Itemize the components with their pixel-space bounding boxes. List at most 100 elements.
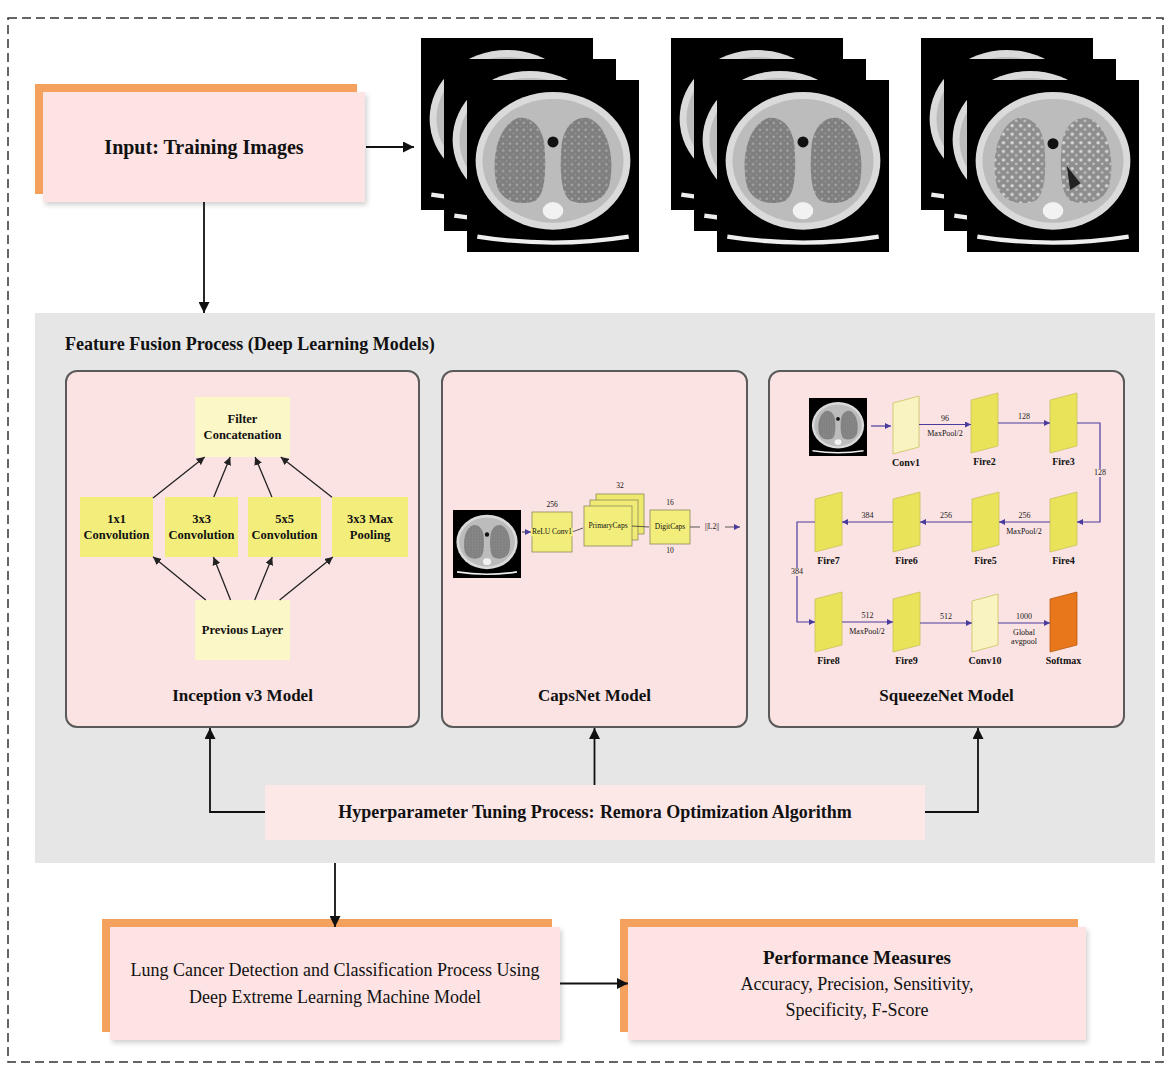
capsule-label: PrimaryCaps bbox=[587, 522, 628, 530]
node-text: Fire6 bbox=[877, 555, 937, 566]
fire-layer: Fire5 bbox=[972, 492, 999, 552]
connector-arrow bbox=[255, 557, 273, 600]
layer-plane bbox=[1050, 492, 1077, 552]
capsule-label: 32 bbox=[615, 482, 625, 490]
node-text: Fire7 bbox=[799, 555, 859, 566]
connector-arrow bbox=[281, 457, 332, 497]
layer-shape bbox=[1050, 492, 1077, 552]
channel-count: 256 bbox=[1018, 512, 1032, 520]
node-text: Remora Optimization Algorithm bbox=[600, 802, 852, 823]
layer-plane bbox=[815, 492, 842, 552]
channel-count: 512 bbox=[861, 612, 875, 620]
layer-plane bbox=[893, 396, 919, 454]
connector-arrow bbox=[594, 728, 596, 785]
capsule-label: ||L2|| bbox=[704, 523, 720, 531]
layer-plane bbox=[972, 492, 999, 552]
node-text: 1x1 Convolution bbox=[83, 511, 150, 544]
channel-count: 128 bbox=[1093, 469, 1107, 477]
fire-layer: Fire3 bbox=[1050, 393, 1077, 453]
process-box: Performance MeasuresAccuracy, Precision,… bbox=[628, 927, 1086, 1040]
connector-arrow bbox=[919, 424, 971, 425]
channel-count: 384 bbox=[790, 568, 804, 576]
node-text: Previous Layer bbox=[202, 622, 283, 638]
node-text: Performance Measures bbox=[763, 944, 951, 972]
layer-plane bbox=[972, 594, 998, 652]
pooling-note: MaxPool/2 bbox=[848, 628, 886, 636]
node-text: 3x3 Convolution bbox=[168, 511, 235, 544]
layer-shape bbox=[893, 592, 920, 652]
group-band: Feature Fusion Process (Deep Learning Mo… bbox=[35, 313, 1155, 863]
layer-plane bbox=[1050, 393, 1077, 453]
image-arrow bbox=[366, 146, 414, 148]
fire-layer: Fire4 bbox=[1050, 492, 1077, 552]
dashed-frame bbox=[8, 18, 1163, 1062]
node-text: CapsNet Model bbox=[538, 686, 651, 706]
connector-group bbox=[153, 202, 1100, 984]
pooling-note: MaxPool/2 bbox=[1005, 528, 1043, 536]
capsule-label: 256 bbox=[545, 501, 558, 509]
connector-arrow bbox=[153, 457, 205, 498]
tuning-box: Hyperparameter Tuning Process: Remora Opt… bbox=[265, 785, 925, 840]
process-box: Input: Training Images bbox=[43, 92, 365, 202]
connector-arrow bbox=[925, 728, 978, 812]
connector-arrow bbox=[842, 521, 893, 522]
layer-plane bbox=[893, 492, 920, 552]
node-text: Fire4 bbox=[1034, 555, 1094, 566]
layer-shape bbox=[971, 393, 998, 453]
node-text: Conv10 bbox=[955, 655, 1015, 666]
connector-arrow bbox=[203, 202, 205, 313]
operation-box: 3x3 Convolution bbox=[165, 497, 238, 557]
capsnet-figure bbox=[453, 494, 740, 578]
capsule-label: ReLU Conv1 bbox=[531, 528, 573, 536]
layer-shape bbox=[815, 592, 842, 652]
node-text: Conv1 bbox=[876, 457, 936, 468]
layer-shape bbox=[893, 396, 919, 454]
node-text: Hyperparameter Tuning Process: bbox=[338, 802, 594, 823]
fire-layer: Fire9 bbox=[893, 592, 920, 652]
connector-arrow bbox=[842, 621, 893, 622]
connector-arrow bbox=[213, 557, 230, 600]
layer-plane bbox=[893, 592, 920, 652]
layer-shape bbox=[1050, 393, 1077, 453]
node-text: SqueezeNet Model bbox=[879, 686, 1014, 706]
channel-count: 256 bbox=[939, 512, 953, 520]
conv-layer: Conv10 bbox=[972, 594, 998, 652]
channel-count: 128 bbox=[1017, 413, 1031, 421]
layer-shape bbox=[972, 492, 999, 552]
node-text: Accuracy, Precision, Sensitivity, Specif… bbox=[707, 971, 1007, 1023]
operation-box: 5x5 Convolution bbox=[248, 497, 321, 557]
connector-arrow bbox=[255, 457, 272, 497]
pooling-note: Global avgpool bbox=[1005, 629, 1043, 647]
conv-layer: Conv1 bbox=[893, 396, 919, 454]
process-box: Lung Cancer Detection and Classification… bbox=[110, 927, 560, 1040]
model-panel: Inception v3 ModelFilter Concatenation1x… bbox=[65, 370, 420, 728]
layer-shape bbox=[972, 594, 998, 652]
connector-arrow bbox=[998, 422, 1050, 423]
connector-arrow bbox=[999, 521, 1050, 522]
ct-stack bbox=[921, 38, 1139, 252]
node-text: Lung Cancer Detection and Classification… bbox=[125, 957, 545, 1009]
connector-arrow bbox=[280, 557, 333, 600]
layer-plane bbox=[971, 393, 998, 453]
connector-arrow bbox=[214, 457, 230, 497]
fire-layer: Fire6 bbox=[893, 492, 920, 552]
capsule-label: 16 bbox=[665, 499, 675, 507]
connector-arrow bbox=[560, 983, 628, 985]
capsule-label: 10 bbox=[665, 547, 675, 555]
node-text: Fire8 bbox=[799, 655, 859, 666]
node-text: Softmax bbox=[1034, 655, 1094, 666]
model-panel: SqueezeNet ModelConv1Fire2Fire3Fire4Fire… bbox=[768, 370, 1125, 728]
connector-arrow bbox=[920, 521, 972, 522]
model-panel: CapsNet Model bbox=[441, 370, 748, 728]
capsule-label: DigitCaps bbox=[654, 523, 686, 531]
connector-arrow bbox=[998, 622, 1050, 623]
connector-arrow bbox=[797, 522, 815, 622]
layer-shape bbox=[893, 492, 920, 552]
node-text: Fire9 bbox=[877, 655, 937, 666]
connector-arrow bbox=[210, 728, 265, 812]
connector-arrow bbox=[1077, 423, 1100, 522]
node-text: Inception v3 Model bbox=[172, 686, 313, 706]
layer-shape bbox=[815, 492, 842, 552]
ct-stack bbox=[671, 38, 889, 252]
